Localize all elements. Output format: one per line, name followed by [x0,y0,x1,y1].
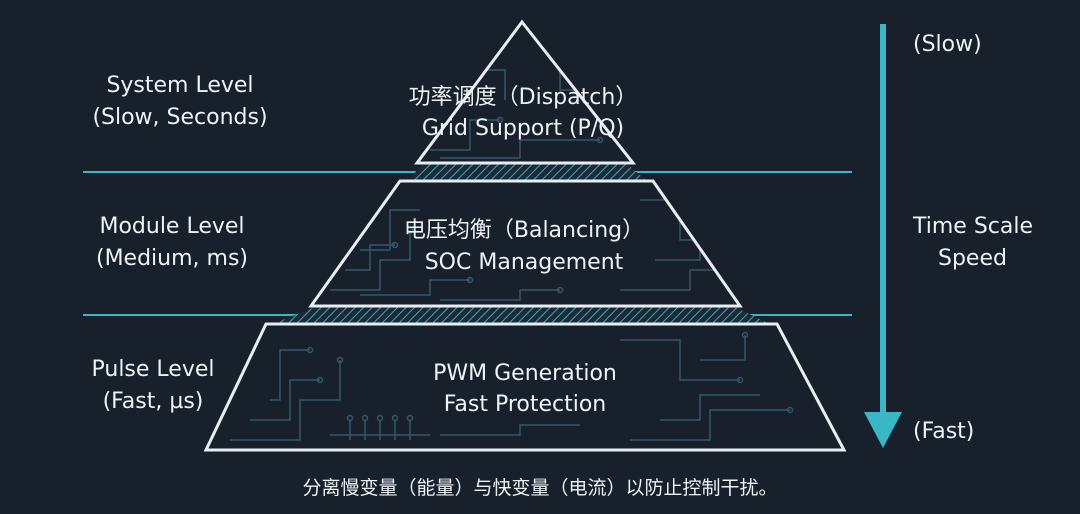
pyramid-tier-middle [308,179,743,308]
connector-hatch-lower [272,306,770,324]
time-scale-arrow-head [864,412,902,448]
axis-title-line1: Time Scale [913,214,1034,239]
soc-management-text: SOC Management [424,250,624,275]
grid-support-text: Grid Support (P/Q) [421,116,625,141]
fast-protection-text: Fast Protection [443,392,607,417]
pulse-level-label: Pulse Level [91,357,215,382]
pyramid-tier-bottom [203,322,847,452]
axis-title-line2: Speed [938,246,1007,271]
circuit-pattern-bottom [230,331,794,441]
axis-top-label: (Slow) [913,32,982,57]
system-level-label: System Level [106,73,254,98]
circuit-pattern-top [430,60,610,159]
pwm-generation-text: PWM Generation [433,361,617,386]
pyramid-tier-top [414,19,637,165]
module-level-sublabel: (Medium, ms) [95,246,248,271]
dispatch-text: 功率调度（Dispatch） [408,85,638,110]
module-level-label: Module Level [99,214,245,239]
system-level-sublabel: (Slow, Seconds) [92,105,268,130]
connector-hatch-upper [407,163,647,181]
footer-caption: 分离慢变量（能量）与快变量（电流）以防止控制干扰。 [302,477,778,499]
axis-bottom-label: (Fast) [913,419,975,444]
pulse-level-sublabel: (Fast, µs) [102,389,204,414]
balancing-text: 电压均衡（Balancing） [403,218,645,243]
